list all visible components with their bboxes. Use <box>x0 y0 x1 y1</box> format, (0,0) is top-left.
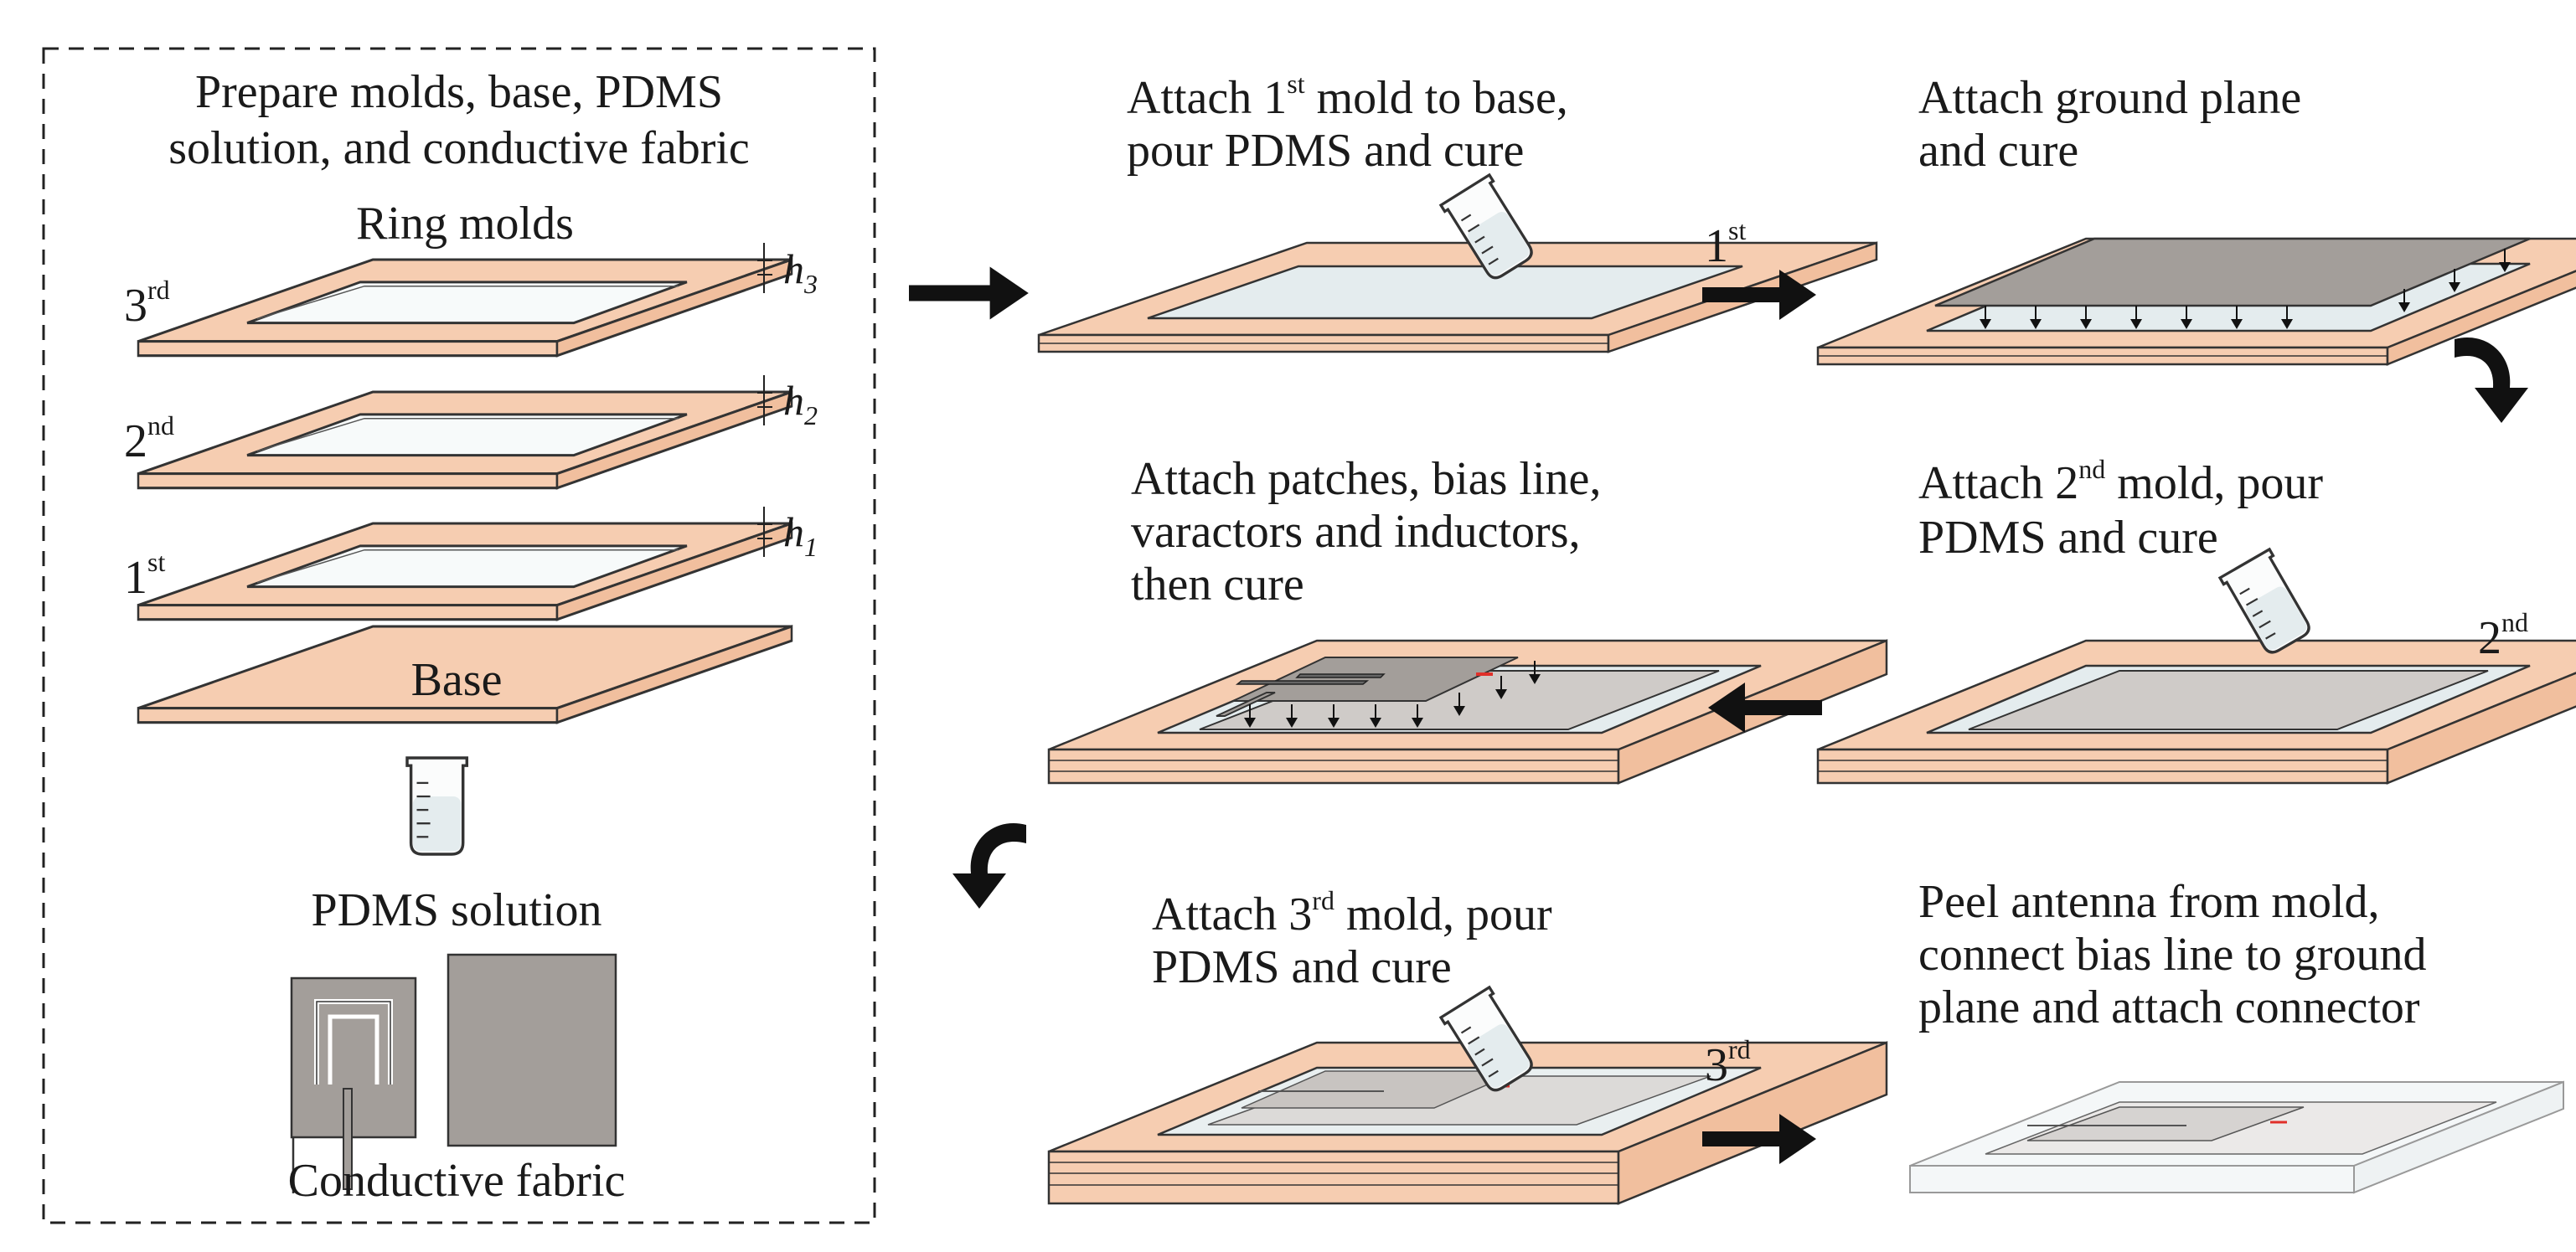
layer-3rd-label: 3rd <box>1705 1034 1751 1091</box>
press-pointers <box>1980 249 2511 329</box>
step4-caption-line2: varactors and inductors, <box>1131 506 1580 558</box>
layer-1st-label: 1st <box>1705 215 1746 272</box>
step3-stack <box>1816 639 2576 785</box>
mold-3rd <box>137 258 793 358</box>
beaker-icon <box>405 756 469 856</box>
thickness-markers <box>757 243 772 557</box>
step-5: Attach 3rd mold, pour PDMS and cure 3rd <box>1047 885 1888 1205</box>
patch-layer <box>1216 657 1519 717</box>
step6-caption-line3: plane and attach connector <box>1918 982 2420 1033</box>
press-pointers <box>1244 661 1541 728</box>
h1-label: h1 <box>783 508 818 562</box>
step-3: Attach 2nd mold, pour PDMS and cure 2nd <box>1816 454 2576 785</box>
mold-2nd <box>137 390 793 490</box>
step1-stack <box>1037 241 1878 353</box>
step5-caption-line2: PDMS and cure <box>1152 941 1452 993</box>
pdms-solution-label: PDMS solution <box>312 884 602 936</box>
mold-1st <box>137 522 793 621</box>
ground-plane <box>1934 237 2531 307</box>
step1-caption-line1: Attach 1st mold to base, <box>1127 69 1568 124</box>
layer-2nd-label: 2nd <box>2478 607 2528 664</box>
h3-label: h3 <box>783 245 818 299</box>
step2-stack <box>1816 237 2576 366</box>
step-4: Attach patches, bias line, varactors and… <box>1047 453 1888 785</box>
prep-title-line2: solution, and conductive fabric <box>168 122 750 174</box>
mold1-label: 1st <box>124 547 165 604</box>
step6-caption-line2: connect bias line to ground <box>1918 929 2427 981</box>
h2-label: h2 <box>783 377 818 430</box>
preparation-panel: Prepare molds, base, PDMS solution, and … <box>42 47 876 1224</box>
step-2: Attach ground plane and cure <box>1816 72 2576 366</box>
step5-stack <box>1047 1041 1888 1205</box>
step2-caption-line1: Attach ground plane <box>1918 72 2301 124</box>
step-6: Peel antenna from mold, connect bias lin… <box>1909 876 2564 1194</box>
step4-caption-line1: Attach patches, bias line, <box>1131 453 1601 505</box>
step1-caption-line2: pour PDMS and cure <box>1127 125 1524 177</box>
step5-caption-line1: Attach 3rd mold, pour <box>1152 885 1552 940</box>
step6-caption-line1: Peel antenna from mold, <box>1918 876 2380 928</box>
step2-caption-line2: and cure <box>1918 125 2078 177</box>
mold3-label: 3rd <box>124 275 170 332</box>
conductive-fabric-label: Conductive fabric <box>288 1155 626 1207</box>
step4-caption-line3: then cure <box>1131 559 1304 611</box>
ring-molds-label: Ring molds <box>356 198 574 250</box>
curved-arrow-icon <box>952 823 1026 909</box>
finished-antenna <box>1909 1080 2564 1194</box>
curved-arrow-icon <box>2455 337 2528 423</box>
step-1: Attach 1st mold to base, pour PDMS and c… <box>1037 69 1878 353</box>
step3-caption-line1: Attach 2nd mold, pour <box>1918 454 2323 509</box>
prep-title-line1: Prepare molds, base, PDMS <box>195 66 723 118</box>
step3-caption-line2: PDMS and cure <box>1918 512 2218 564</box>
arrow-right-icon <box>909 266 1029 320</box>
patch-fabric <box>290 976 417 1193</box>
base-label: Base <box>411 654 503 706</box>
mold2-label: 2nd <box>124 410 174 467</box>
dashed-border <box>42 47 876 1224</box>
ground-fabric <box>447 953 617 1147</box>
